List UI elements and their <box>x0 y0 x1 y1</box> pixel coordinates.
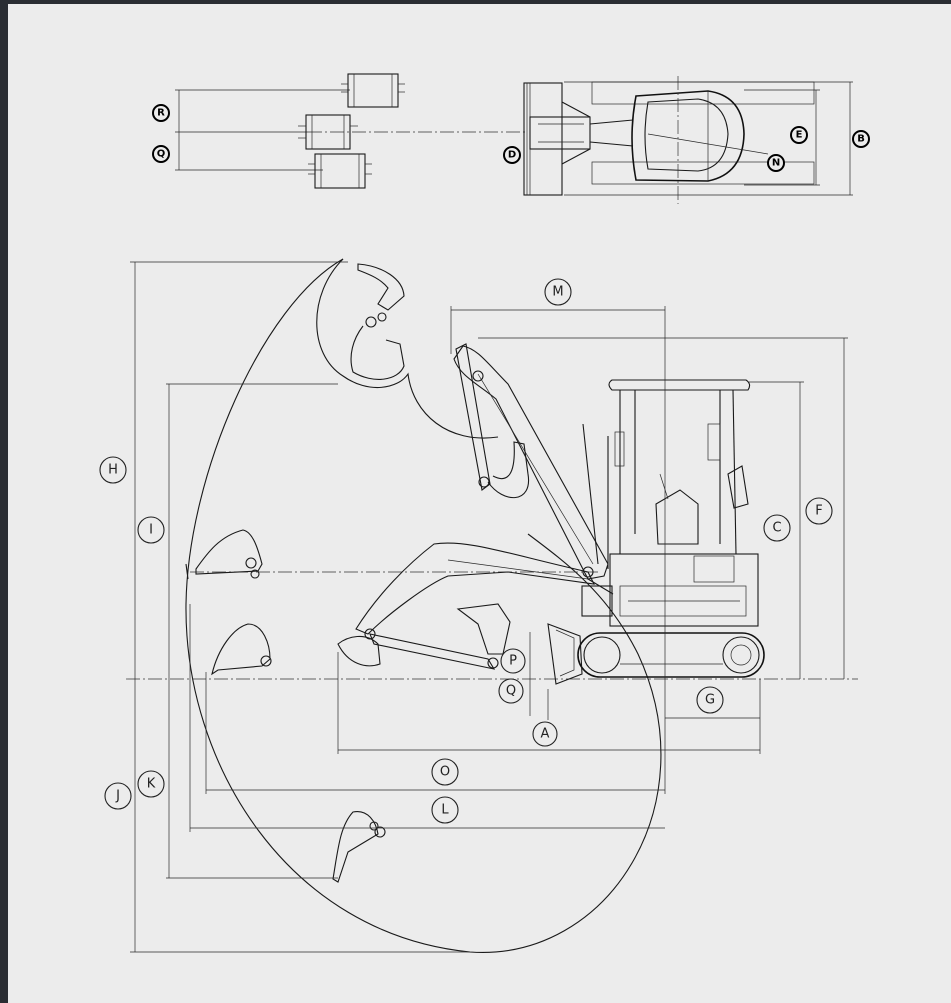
label-K-bubble: K <box>137 770 165 798</box>
label-P: P <box>509 654 517 669</box>
label-F-bubble: F <box>805 497 833 525</box>
label-N: N <box>772 158 780 169</box>
top-view-machine-plan: D E N B <box>503 76 870 204</box>
label-K: K <box>147 777 156 792</box>
label-G: G <box>705 693 715 708</box>
label-L-bubble: L <box>431 796 459 824</box>
label-M-bubble: M <box>544 278 572 306</box>
label-L: L <box>441 803 449 818</box>
label-G-bubble: G <box>696 686 724 714</box>
label-Q-side: Q <box>506 684 516 699</box>
label-B-bubble: B <box>852 130 870 148</box>
label-O-bubble: O <box>431 758 459 786</box>
label-O: O <box>440 765 450 780</box>
label-J-bubble: J <box>104 782 132 810</box>
label-F: F <box>815 504 822 519</box>
label-E: E <box>796 130 803 141</box>
label-Q-bubble-top: Q <box>152 145 170 163</box>
label-I-bubble: I <box>137 516 165 544</box>
label-Q-top: Q <box>157 149 166 160</box>
excavator-dimension-drawing: R Q <box>99 73 870 953</box>
label-N-bubble: N <box>767 154 785 172</box>
label-E-bubble: E <box>790 126 808 144</box>
label-A-bubble: A <box>532 721 558 747</box>
label-R-bubble: R <box>152 104 170 122</box>
label-H: H <box>108 463 118 478</box>
label-D: D <box>508 150 516 161</box>
label-J: J <box>115 789 120 804</box>
label-D-bubble: D <box>503 146 521 164</box>
dimension-lines <box>130 261 848 953</box>
label-H-bubble: H <box>99 456 127 484</box>
label-I: I <box>149 523 153 538</box>
bucket-top-reach <box>350 263 405 380</box>
label-A: A <box>541 727 550 742</box>
label-P-bubble: P <box>500 648 526 674</box>
label-B: B <box>857 134 865 145</box>
bucket-bottom-depth <box>332 811 386 883</box>
bucket-left-upper <box>195 529 263 579</box>
label-R: R <box>157 108 165 119</box>
label-M: M <box>552 285 563 300</box>
label-Q-bubble-side: Q <box>498 678 524 704</box>
working-range-envelope <box>126 258 858 953</box>
diagram-canvas: R Q <box>8 4 951 1003</box>
top-view-offset-diagram: R Q <box>152 73 528 189</box>
bucket-left-lower <box>211 623 272 676</box>
label-C-bubble: C <box>763 514 791 542</box>
label-C: C <box>772 521 781 536</box>
excavator-side-view <box>337 343 765 685</box>
